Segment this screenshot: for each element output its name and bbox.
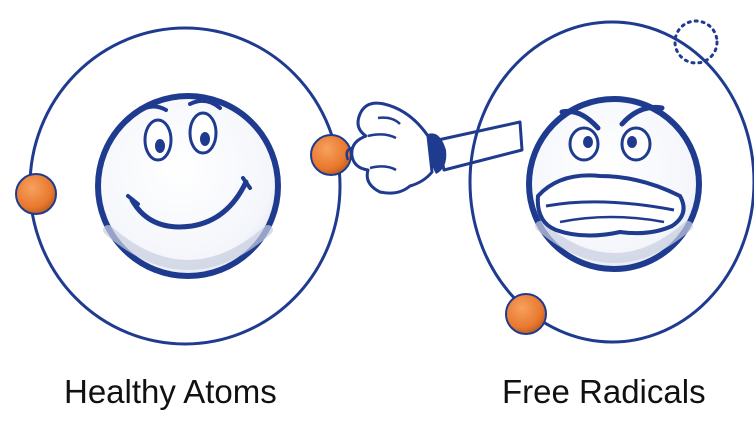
grabbing-hand-icon bbox=[347, 103, 522, 193]
happy-face-nucleus bbox=[98, 96, 278, 276]
electron-left bbox=[16, 174, 56, 214]
free-radical-atom bbox=[470, 21, 754, 342]
angry-face-nucleus bbox=[529, 99, 699, 269]
electron-bottom bbox=[506, 294, 546, 334]
healthy-atoms-label: Healthy Atoms bbox=[64, 372, 277, 412]
free-radicals-label: Free Radicals bbox=[502, 372, 706, 412]
electron-stolen bbox=[311, 135, 351, 175]
healthy-atom bbox=[16, 28, 351, 344]
